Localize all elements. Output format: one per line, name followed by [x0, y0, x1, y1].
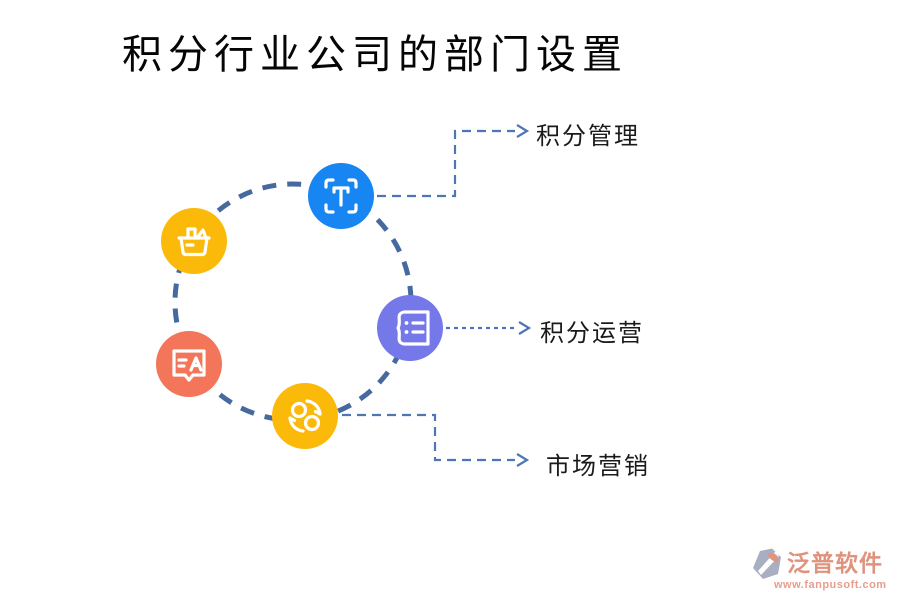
- ticket-list-dots: [404, 321, 409, 334]
- arrowhead-points-operation: [518, 321, 532, 335]
- shopping-basket-icon: [177, 227, 211, 257]
- node-ticket-list-circle: [377, 295, 443, 361]
- connector-points-management: [377, 129, 515, 198]
- node-sync-transfer-circle: [272, 383, 338, 449]
- watermark-url: www.fanpusoft.com: [774, 579, 887, 591]
- node-shopping-basket-circle: [161, 208, 227, 274]
- node-shopping-basket: [161, 208, 227, 274]
- node-text-scan: [308, 163, 374, 229]
- sync-transfer-icon: [288, 399, 322, 433]
- label-points-operation: 积分运营: [540, 321, 644, 347]
- translate-bubble-icon: [172, 349, 206, 382]
- arrowhead-marketing: [516, 453, 530, 467]
- arrowhead-points-management: [516, 124, 530, 138]
- ticket-list-icon: [396, 310, 430, 346]
- node-ticket-list: [377, 295, 443, 361]
- label-marketing: 市场营销: [546, 454, 650, 480]
- page-title: 积分行业公司的部门设置: [122, 32, 628, 77]
- watermark-brand: 泛普软件: [787, 550, 883, 576]
- watermark: 泛普软件 www.fanpusoft.com: [752, 548, 894, 593]
- connector-marketing: [342, 413, 515, 462]
- connectors: [342, 124, 532, 467]
- text-scan-icon: [324, 178, 358, 214]
- label-points-management: 积分管理: [536, 124, 640, 150]
- node-sync-transfer: [272, 383, 338, 449]
- node-translate-bubble: [156, 331, 222, 397]
- node-translate-bubble-circle: [156, 331, 222, 397]
- fanpu-logo-icon: [753, 548, 781, 579]
